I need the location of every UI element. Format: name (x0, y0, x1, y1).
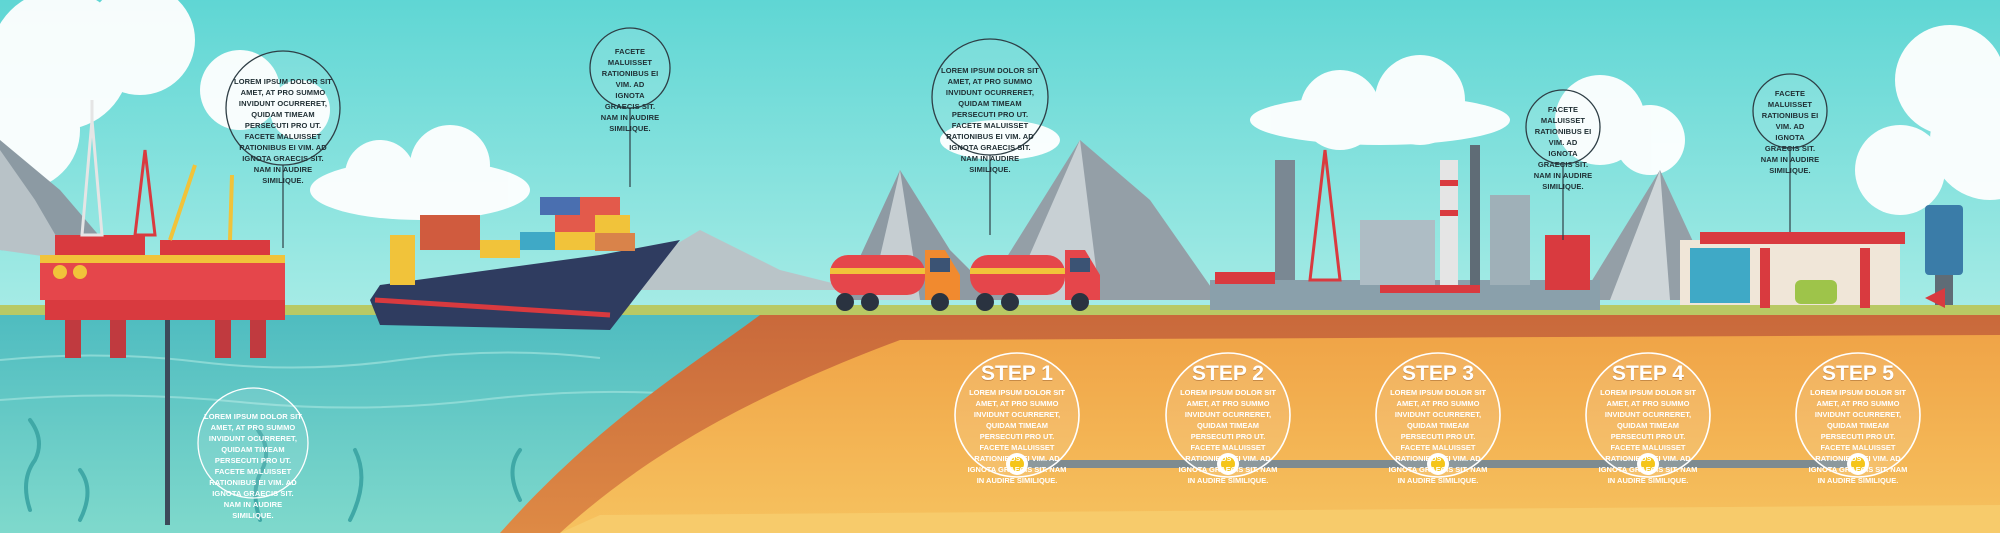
step-3-text: LOREM IPSUM DOLOR SIT AMET, AT PRO SUMMO… (1388, 388, 1488, 485)
callout-leaders (282, 108, 1791, 248)
callout-underwater-text: LOREM IPSUM DOLOR SIT AMET, AT PRO SUMMO… (204, 412, 302, 520)
oil-platform (40, 100, 285, 358)
callout-ship-text: FACETE MALUISSET RATIONIBUS EI VIM. AD I… (600, 47, 660, 133)
clouds (0, 0, 2000, 220)
step-5-title: STEP 5 (1822, 362, 1894, 385)
step-4-text: LOREM IPSUM DOLOR SIT AMET, AT PRO SUMMO… (1598, 388, 1698, 485)
deep-sand (560, 505, 2000, 533)
oil-refinery (1210, 145, 1600, 310)
underwater-callout-circle (197, 387, 309, 499)
callout-circles (225, 27, 1828, 166)
seaweed (24, 418, 522, 522)
gas-station (1680, 205, 1963, 308)
step-5-text: LOREM IPSUM DOLOR SIT AMET, AT PRO SUMMO… (1808, 388, 1908, 485)
step-1-title: STEP 1 (981, 362, 1053, 385)
sand-layer (560, 335, 2000, 533)
callout-station-text: FACETE MALUISSET RATIONIBUS EI VIM. AD I… (1760, 89, 1820, 175)
step-2-text: LOREM IPSUM DOLOR SIT AMET, AT PRO SUMMO… (1178, 388, 1278, 485)
cargo-ship (370, 197, 680, 330)
drill-pipe (165, 315, 170, 525)
callout-trucks-text: LOREM IPSUM DOLOR SIT AMET, AT PRO SUMMO… (941, 66, 1039, 174)
step-nodes (1006, 453, 1869, 475)
step-4-title: STEP 4 (1612, 362, 1684, 385)
callout-refinery-text: FACETE MALUISSET RATIONIBUS EI VIM. AD I… (1533, 105, 1593, 191)
grass-strip (0, 305, 2000, 315)
tanker-truck-1 (830, 250, 960, 311)
step-circles (954, 352, 1921, 478)
tanker-truck-2 (970, 250, 1100, 311)
step-2-title: STEP 2 (1192, 362, 1264, 385)
step-1-text: LOREM IPSUM DOLOR SIT AMET, AT PRO SUMMO… (967, 388, 1067, 485)
callout-platform-text: LOREM IPSUM DOLOR SIT AMET, AT PRO SUMMO… (234, 77, 332, 185)
step-3-title: STEP 3 (1402, 362, 1474, 385)
sea-waves (0, 351, 701, 409)
